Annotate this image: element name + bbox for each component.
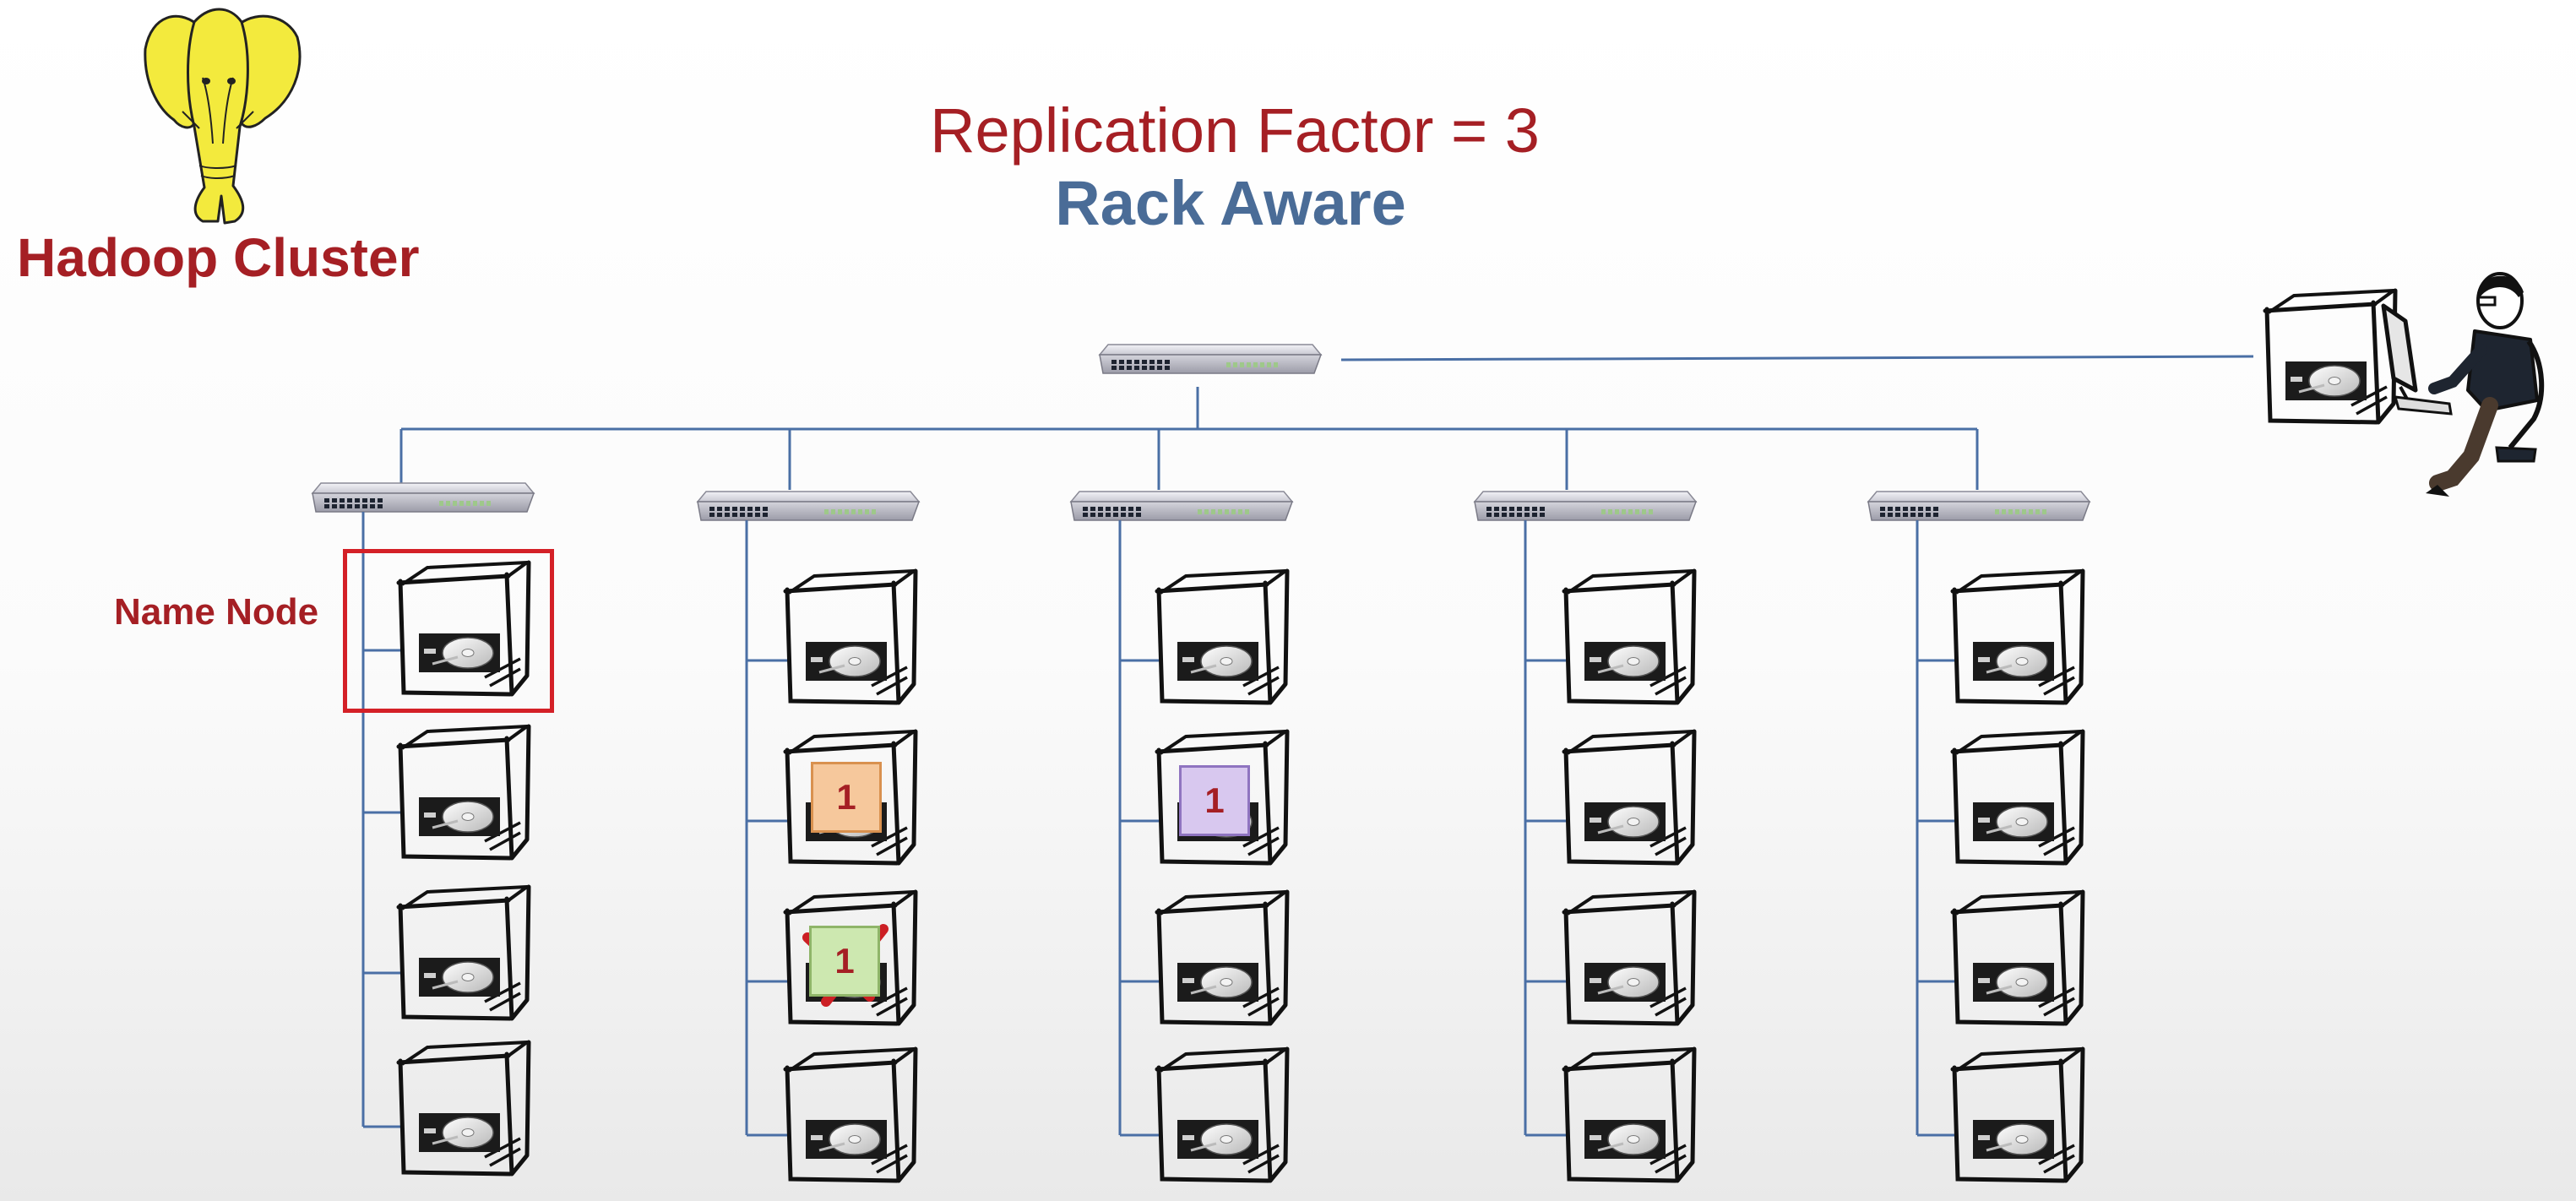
rack-aware-subtitle: Rack Aware: [1055, 168, 1406, 238]
server-icon: [1953, 571, 2083, 703]
server-icon: [1157, 892, 1287, 1024]
core-to-client-link: [1340, 355, 2254, 361]
data-block-purple: 1: [1179, 765, 1250, 836]
user-at-computer-icon: [2381, 272, 2545, 497]
server-icon: [399, 887, 529, 1019]
data-block-green-failed: 1: [809, 926, 880, 997]
server-icon: [1564, 571, 1694, 703]
server-icon: [399, 726, 529, 858]
server-icon: [1953, 892, 2083, 1024]
network-switch-icon: [1070, 491, 1293, 521]
server-icon: [399, 1042, 529, 1174]
server-icon: [1953, 1049, 2083, 1181]
network-switch-icon: [1474, 491, 1697, 521]
rack-2: [697, 491, 920, 1181]
network-switch-icon: [697, 491, 920, 521]
rack-3: [1070, 491, 1293, 1181]
server-icon: [2265, 291, 2395, 422]
data-block-orange: 1: [811, 762, 882, 833]
server-icon: [785, 571, 916, 703]
server-icon: [1157, 1049, 1287, 1181]
client-workstation: [2265, 272, 2545, 497]
name-node-label: Name Node: [114, 591, 319, 633]
name-node-highlight: [343, 549, 554, 713]
rack-4: [1474, 491, 1697, 1181]
server-icon: [785, 1049, 916, 1181]
network-switch-icon: [1099, 344, 1322, 374]
server-icon: [1953, 731, 2083, 863]
server-icon: [1564, 731, 1694, 863]
cluster-title: Hadoop Cluster: [17, 227, 420, 288]
rack-1: [312, 482, 535, 1174]
replication-factor-title: Replication Factor = 3: [930, 95, 1540, 166]
server-icon: [1564, 892, 1694, 1024]
server-icon: [1157, 571, 1287, 703]
server-icon: [1564, 1049, 1694, 1181]
network-switch-icon: [312, 482, 535, 513]
rack-5: [1867, 491, 2090, 1181]
network-switch-icon: [1867, 491, 2090, 521]
hadoop-elephant-icon: [144, 8, 302, 225]
